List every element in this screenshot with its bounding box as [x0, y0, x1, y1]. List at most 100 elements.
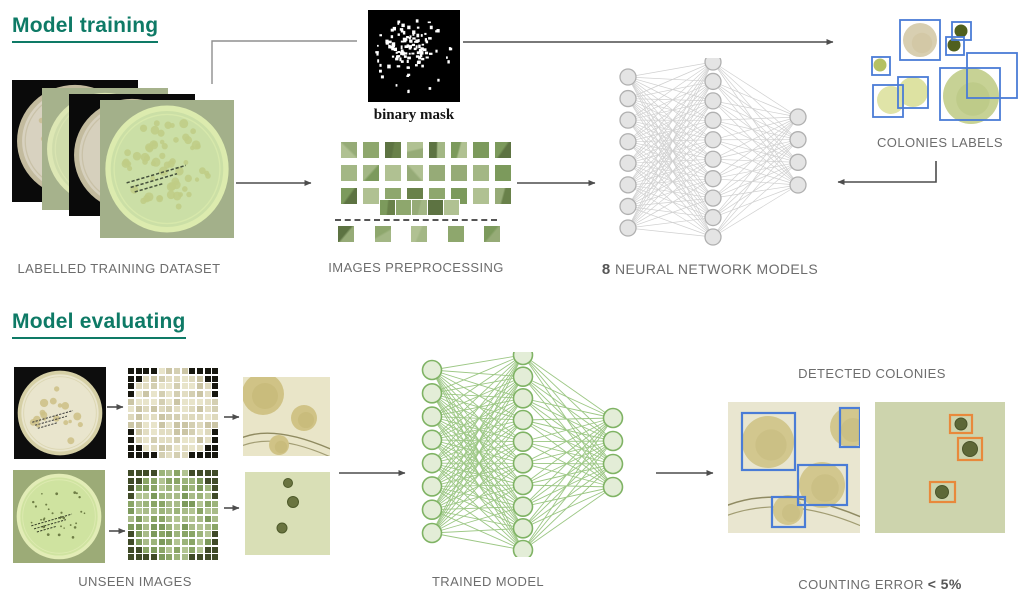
image-patch-tile: [494, 164, 512, 182]
patch-tile: [189, 444, 196, 451]
patch-tile: [151, 470, 158, 477]
image-patch-tile: [472, 187, 490, 205]
patch-tile: [151, 546, 158, 553]
preprocessing-label: IMAGES PREPROCESSING: [328, 260, 504, 275]
detected-image-2: [875, 402, 1005, 533]
patch-tile: [204, 414, 211, 421]
patch-tile: [181, 470, 188, 477]
patch-tile: [189, 398, 196, 405]
patch-tile: [143, 391, 150, 398]
patch-tile: [174, 531, 181, 538]
patch-tile: [189, 508, 196, 515]
patch-tile: [189, 554, 196, 561]
image-patch-tile: [427, 199, 444, 216]
image-patch-tile: [411, 199, 428, 216]
patch-tile: [158, 554, 165, 561]
patch-tile: [197, 444, 204, 451]
patch-tile: [158, 500, 165, 507]
patch-tile: [212, 508, 219, 515]
patch-tile: [128, 444, 135, 451]
patch-tile: [158, 383, 165, 390]
patch-tile: [135, 437, 142, 444]
patch-tile: [128, 383, 135, 390]
patch-tile: [166, 477, 173, 484]
patch-tile: [181, 546, 188, 553]
dashed-divider: [335, 219, 497, 221]
patch-tile: [204, 429, 211, 436]
image-patch-tile: [362, 164, 380, 182]
patch-tile: [212, 452, 219, 459]
patch-tile: [143, 421, 150, 428]
label-bounding-box: [951, 21, 972, 41]
detected-box-orange: [928, 480, 957, 504]
patch-tile: [143, 375, 150, 382]
patch-tile: [158, 414, 165, 421]
patch-tile: [151, 375, 158, 382]
patch-tile: [181, 508, 188, 515]
patch-tile: [204, 539, 211, 546]
patch-tile: [197, 500, 204, 507]
patch-tile: [212, 368, 219, 375]
detected-box-blue: [770, 495, 807, 529]
patch-tile: [151, 391, 158, 398]
patch-tile: [151, 531, 158, 538]
patch-tile: [204, 493, 211, 500]
patch-tile: [143, 398, 150, 405]
image-patch-tile: [362, 141, 380, 159]
patch-tile: [174, 523, 181, 530]
detected-box-blue: [740, 411, 797, 472]
patch-tile: [166, 539, 173, 546]
image-patch-tile: [395, 199, 412, 216]
patch-tile: [128, 554, 135, 561]
patch-tile: [174, 493, 181, 500]
patch-tile: [158, 546, 165, 553]
patch-tile: [143, 516, 150, 523]
binary-mask-svg: [368, 10, 460, 102]
patch-tile: [189, 437, 196, 444]
patch-tile: [143, 493, 150, 500]
patch-tile: [166, 406, 173, 413]
unseen-images-label: UNSEEN IMAGES: [78, 574, 192, 589]
patch-grid-2: [128, 470, 220, 562]
patch-tile: [166, 375, 173, 382]
label-bounding-box: [897, 76, 929, 109]
patch-tile: [158, 375, 165, 382]
dataset-image-4: [100, 100, 234, 238]
patch-tile: [143, 470, 150, 477]
image-patch-tile: [483, 225, 501, 243]
counting-error-label: COUNTING ERROR < 5%: [752, 576, 1008, 593]
patch-tile: [181, 444, 188, 451]
image-patch-tile: [494, 141, 512, 159]
patch-tile: [158, 421, 165, 428]
patch-tile: [135, 531, 142, 538]
patch-tile: [204, 500, 211, 507]
patch-tile: [128, 452, 135, 459]
patch-tile: [181, 531, 188, 538]
patch-tile: [174, 485, 181, 492]
image-patch-tile: [428, 164, 446, 182]
patch-tile: [174, 546, 181, 553]
patch-tile: [204, 508, 211, 515]
patch-tile: [197, 546, 204, 553]
patch-tile: [151, 485, 158, 492]
patch-tile: [189, 523, 196, 530]
image-patch-tile: [443, 199, 460, 216]
detected-colonies-label: DETECTED COLONIES: [798, 366, 946, 381]
patch-tile: [151, 516, 158, 523]
patch-tile: [135, 368, 142, 375]
patch-tile: [212, 516, 219, 523]
patch-tile: [143, 477, 150, 484]
patch-tile: [166, 421, 173, 428]
patch-tile: [174, 375, 181, 382]
patch-tile: [189, 546, 196, 553]
label-bounding-box: [872, 84, 904, 118]
patch-tile: [158, 523, 165, 530]
patch-tile: [151, 554, 158, 561]
patch-tile: [158, 539, 165, 546]
patch-tile: [204, 516, 211, 523]
patch-tile: [143, 554, 150, 561]
patch-tile: [197, 398, 204, 405]
patch-tile: [166, 531, 173, 538]
patch-tile: [197, 554, 204, 561]
image-patch-tile: [450, 164, 468, 182]
